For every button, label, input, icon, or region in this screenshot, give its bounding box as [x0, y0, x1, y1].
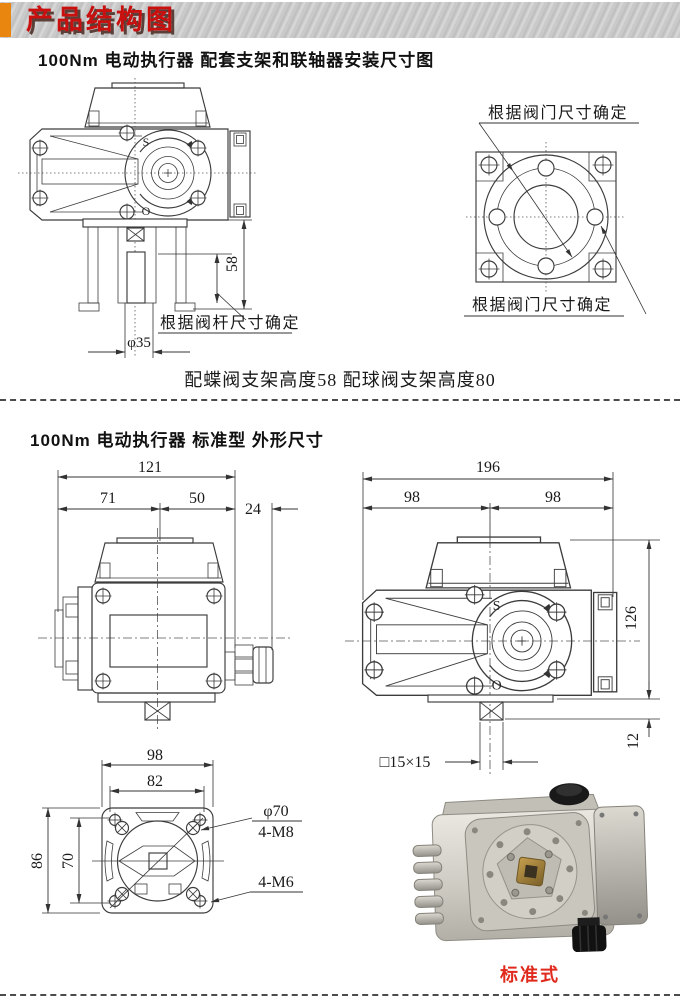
product-photo — [412, 783, 648, 953]
dim-side-gland: 24 — [245, 501, 261, 518]
dim-front-left: 98 — [404, 489, 420, 506]
callout-corner-thread: 4-M6 — [258, 874, 294, 891]
callout-flange-thread: 4-M8 — [258, 824, 294, 841]
flange-note-top: 根据阀门尺寸确定 — [488, 104, 628, 122]
dim-front-height: 126 — [623, 606, 640, 630]
front-view-drawing: 196 98 98 126 12 — [345, 459, 660, 777]
separator-dashed-2 — [0, 994, 680, 996]
callout-bolt-circle: φ70 — [263, 803, 288, 820]
dim-bottom-outer-w: 98 — [147, 747, 163, 764]
dim-side-width: 121 — [138, 459, 162, 476]
section1-front-view-drawing: 58 根据阀杆尺寸确定 φ35 — [18, 78, 300, 358]
dim-stem-dia: φ35 — [127, 335, 151, 351]
header-band — [0, 2, 680, 38]
dim-shaft-height: 12 — [625, 733, 642, 749]
bottom-view-drawing: 98 82 86 70 — [29, 747, 303, 914]
dim-bottom-bolt-h: 70 — [60, 853, 77, 869]
photo-caption: 标准式 — [500, 965, 560, 985]
accent-block — [0, 3, 11, 37]
dim-bottom-bolt-w: 82 — [147, 773, 163, 790]
dim-side-right: 50 — [189, 490, 205, 507]
separator-dashed-1 — [0, 399, 680, 401]
section1-title: 100Nm 电动执行器 配套支架和联轴器安装尺寸图 — [38, 51, 435, 70]
stem-note: 根据阀杆尺寸确定 — [160, 314, 300, 332]
section2-title: 100Nm 电动执行器 标准型 外形尺寸 — [30, 431, 324, 450]
flange-note-bottom: 根据阀门尺寸确定 — [472, 296, 612, 314]
dim-bottom-outer-h: 86 — [29, 853, 46, 869]
dim-side-left: 71 — [100, 490, 116, 507]
dim-front-width: 196 — [476, 459, 500, 476]
section1-caption: 配蝶阀支架高度58 配球阀支架高度80 — [184, 370, 496, 390]
dim-shaft-square: □15×15 — [380, 754, 431, 771]
mounting-flange-drawing: 根据阀门尺寸确定 根据阀门尺寸确定 — [464, 104, 647, 317]
dim-bracket-height: 58 — [224, 256, 241, 272]
dim-front-right: 98 — [545, 489, 561, 506]
page-title: 产品结构图 — [26, 5, 176, 35]
side-view-drawing: 121 71 50 24 — [38, 459, 298, 730]
